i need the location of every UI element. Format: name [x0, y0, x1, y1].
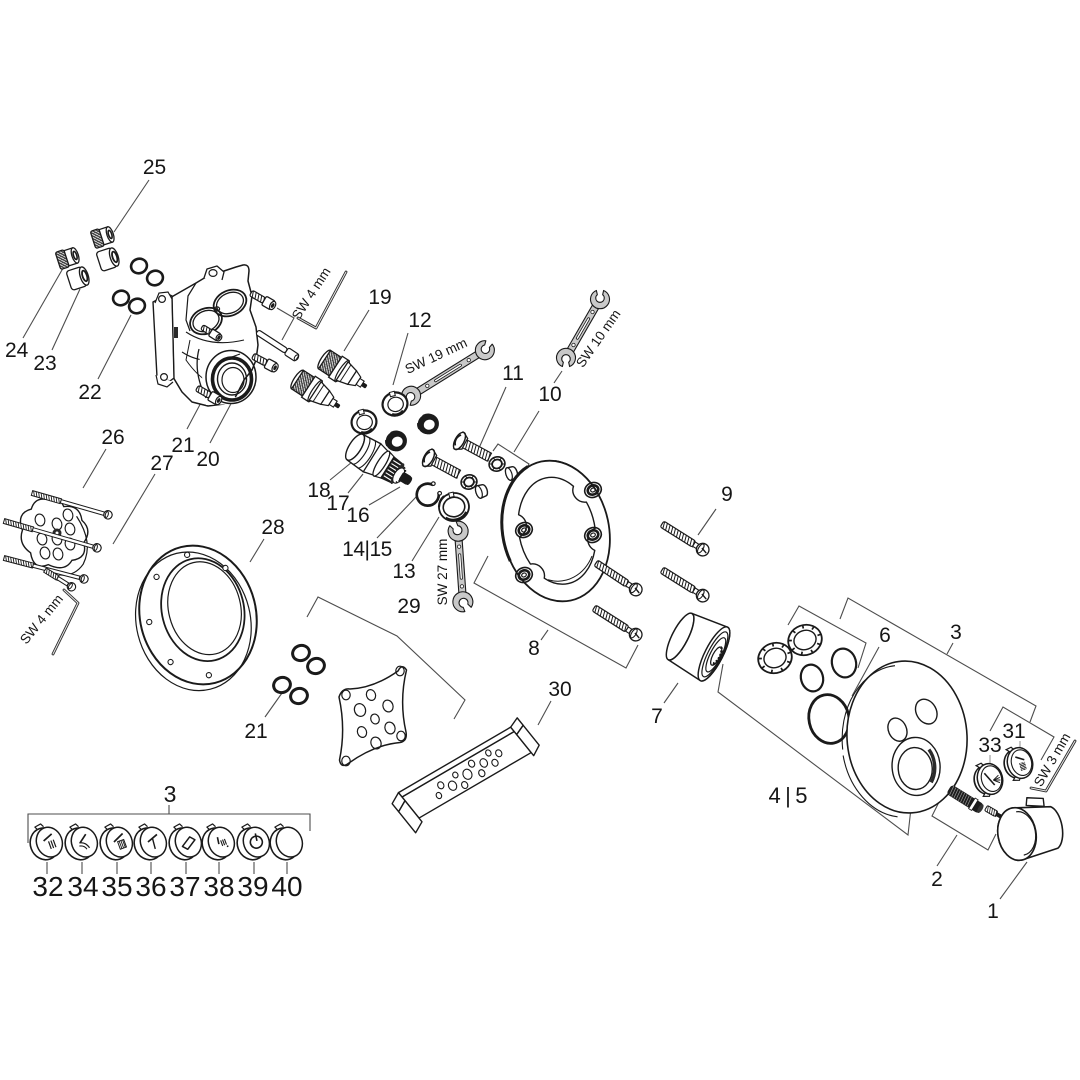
- svg-text:17: 17: [326, 492, 349, 515]
- svg-text:10: 10: [538, 383, 561, 406]
- svg-text:21: 21: [244, 720, 267, 743]
- svg-text:38: 38: [203, 871, 234, 902]
- svg-text:23: 23: [33, 352, 56, 375]
- svg-text:4 | 5: 4 | 5: [769, 783, 808, 808]
- svg-text:14|15: 14|15: [342, 538, 392, 561]
- svg-text:20: 20: [196, 448, 219, 471]
- svg-text:12: 12: [408, 309, 431, 332]
- svg-text:3: 3: [164, 781, 177, 807]
- svg-text:31: 31: [1002, 720, 1025, 743]
- svg-text:33: 33: [978, 734, 1001, 757]
- svg-text:7: 7: [651, 705, 663, 728]
- svg-text:1: 1: [987, 900, 999, 923]
- svg-text:11: 11: [502, 362, 524, 385]
- svg-text:26: 26: [101, 426, 124, 449]
- svg-text:37: 37: [169, 871, 200, 902]
- svg-text:29: 29: [397, 595, 420, 618]
- svg-text:35: 35: [101, 871, 132, 902]
- svg-text:6: 6: [879, 624, 891, 647]
- svg-text:30: 30: [548, 678, 571, 701]
- svg-text:34: 34: [67, 871, 98, 902]
- svg-text:24: 24: [5, 339, 29, 362]
- svg-text:19: 19: [368, 286, 391, 309]
- svg-text:36: 36: [135, 871, 166, 902]
- svg-text:16: 16: [346, 504, 369, 527]
- svg-text:40: 40: [271, 871, 302, 902]
- svg-text:22: 22: [78, 381, 101, 404]
- svg-text:27: 27: [150, 452, 173, 475]
- svg-text:3: 3: [950, 621, 962, 644]
- svg-text:13: 13: [392, 560, 415, 583]
- svg-text:18: 18: [307, 479, 330, 502]
- svg-text:21: 21: [171, 434, 194, 457]
- svg-text:SW 27 mm: SW 27 mm: [435, 539, 450, 606]
- svg-text:2: 2: [931, 868, 943, 891]
- svg-text:39: 39: [237, 871, 268, 902]
- svg-text:28: 28: [261, 516, 284, 539]
- svg-text:32: 32: [32, 871, 63, 902]
- svg-text:9: 9: [721, 483, 733, 506]
- svg-text:25: 25: [143, 156, 166, 179]
- svg-text:8: 8: [528, 637, 540, 660]
